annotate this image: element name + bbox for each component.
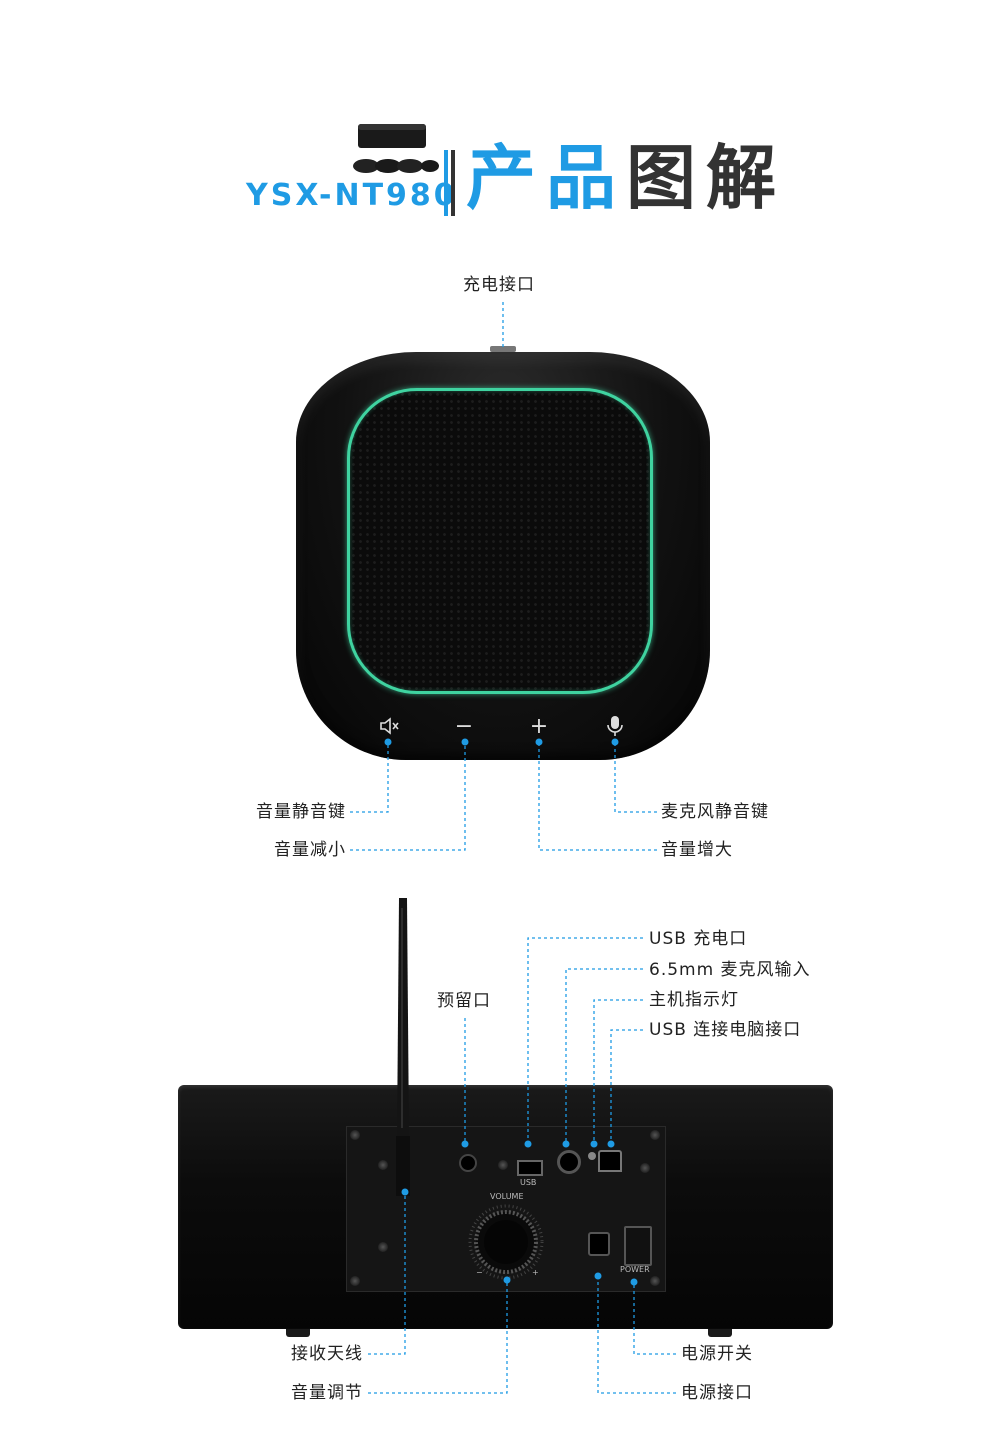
- screw: [378, 1160, 388, 1170]
- label-power-switch: 电源开关: [681, 1344, 753, 1364]
- label-indicator: 主机指示灯: [649, 990, 739, 1010]
- foot-left: [286, 1329, 310, 1337]
- title-divider-blue: [444, 150, 448, 216]
- label-volume-up: 音量增大: [661, 840, 733, 860]
- antenna: [388, 898, 418, 1198]
- page-title: 产品图解: [466, 136, 786, 220]
- screw: [378, 1242, 388, 1252]
- usb-pc-port: [598, 1150, 622, 1172]
- mic-mute-icon: [603, 714, 627, 738]
- volume-knob: [466, 1200, 546, 1282]
- label-speaker-mute: 音量静音键: [256, 802, 346, 822]
- label-mic-input: 6.5mm 麦克风输入: [649, 960, 811, 980]
- usb-panel-label: USB: [520, 1178, 537, 1187]
- label-usb-pc: USB 连接电脑接口: [649, 1020, 802, 1040]
- volume-up-icon: +: [529, 714, 549, 739]
- label-usb-charge: USB 充电口: [649, 929, 748, 949]
- volume-minus-label: −: [476, 1268, 483, 1277]
- usb-charge-port: [517, 1160, 543, 1176]
- screw: [350, 1276, 360, 1286]
- screw: [650, 1130, 660, 1140]
- mic-input-jack: [557, 1150, 581, 1174]
- label-volume-down: 音量减小: [274, 840, 346, 860]
- mini-device-illustration: [350, 122, 440, 180]
- screw: [640, 1163, 650, 1173]
- foot-right: [708, 1329, 732, 1337]
- volume-panel-label: VOLUME: [490, 1192, 524, 1201]
- power-panel-label: POWER: [620, 1265, 650, 1274]
- power-port: [588, 1232, 610, 1256]
- title-part-2: 图解: [626, 137, 786, 219]
- speaker-mute-icon: [378, 714, 402, 738]
- screw: [498, 1160, 508, 1170]
- reserved-port: [459, 1154, 477, 1172]
- label-mic-mute: 麦克风静音键: [661, 802, 769, 822]
- label-power-port: 电源接口: [681, 1383, 753, 1403]
- indicator-light: [588, 1152, 596, 1160]
- model-name: YSX-NT980: [246, 178, 458, 213]
- label-volume-knob: 音量调节: [291, 1383, 363, 1403]
- label-charge-port: 充电接口: [463, 275, 535, 295]
- power-switch: [624, 1226, 652, 1266]
- title-part-1: 产品: [466, 137, 626, 219]
- speaker-grill: [347, 388, 653, 694]
- screw: [650, 1276, 660, 1286]
- title-divider-dark: [451, 150, 455, 216]
- screw: [350, 1130, 360, 1140]
- label-reserved: 预留口: [437, 991, 491, 1011]
- volume-plus-label: +: [532, 1268, 539, 1277]
- volume-down-icon: −: [454, 714, 474, 739]
- label-antenna: 接收天线: [291, 1344, 363, 1364]
